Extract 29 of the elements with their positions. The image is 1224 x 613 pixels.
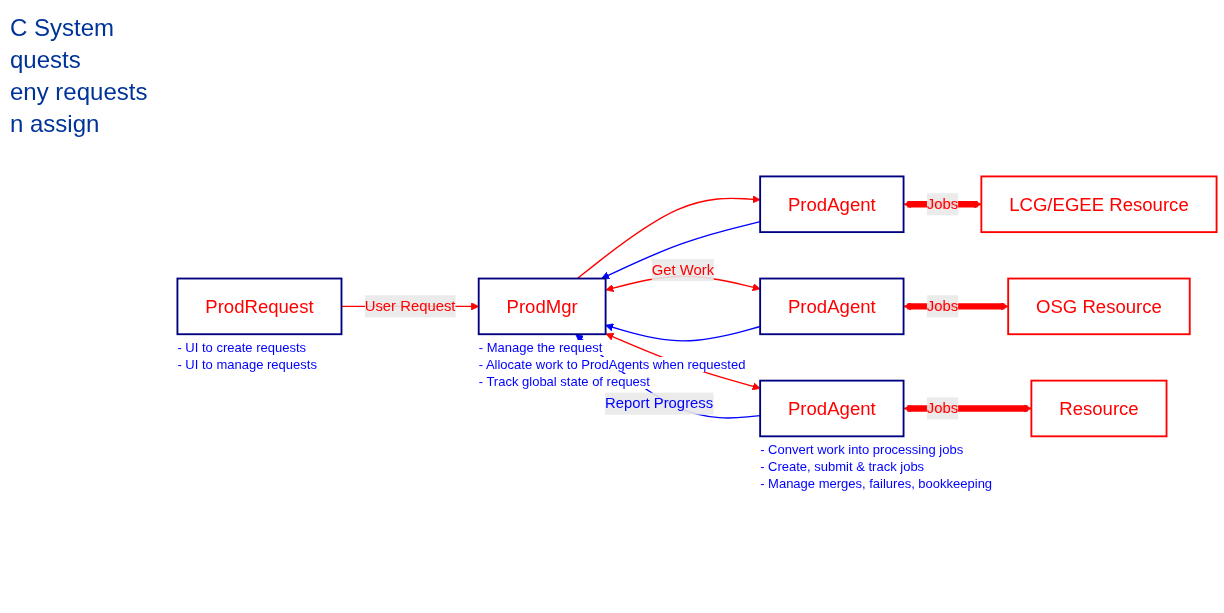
edge-label: Jobs: [926, 298, 959, 314]
arrow: [576, 195, 761, 280]
slide-text-fragment: C System: [10, 14, 115, 42]
note-text: - UI to manage requests: [177, 357, 317, 373]
note-text: - Allocate work to ProdAgents when requested: [478, 357, 746, 373]
note-text: - Manage merges, failures, bookkeeping: [760, 476, 993, 492]
arrow: [605, 323, 761, 342]
node-box: ProdRequest: [176, 277, 343, 336]
note-text: - Track global state of request: [478, 374, 650, 390]
node-box: ProdMgr: [477, 277, 607, 336]
edge-label: Jobs: [926, 400, 959, 417]
slide-text-fragment: n assign: [10, 110, 101, 138]
node-box: ProdAgent: [759, 175, 905, 234]
note-text: - Convert work into processing jobs: [760, 442, 964, 458]
arrow: [601, 221, 761, 280]
edge-label: Report Progress: [605, 395, 714, 412]
node-box: LCG/EGEE Resource: [980, 175, 1218, 234]
note-text: - Create, submit & track jobs: [760, 459, 925, 475]
node-box: ProdAgent: [759, 379, 905, 438]
edge-label: User Request: [364, 298, 456, 314]
edge-label: Jobs: [926, 196, 959, 212]
node-box: Resource: [1030, 379, 1168, 438]
note-text: - Manage the request: [478, 340, 603, 356]
slide-text-fragment: eny requests: [10, 78, 149, 106]
node-box: OSG Resource: [1007, 277, 1191, 336]
slide-text-fragment: quests: [10, 46, 82, 74]
node-box: ProdAgent: [759, 277, 905, 336]
edge-label: Get Work: [651, 261, 715, 278]
note-text: - UI to create requests: [177, 340, 307, 356]
